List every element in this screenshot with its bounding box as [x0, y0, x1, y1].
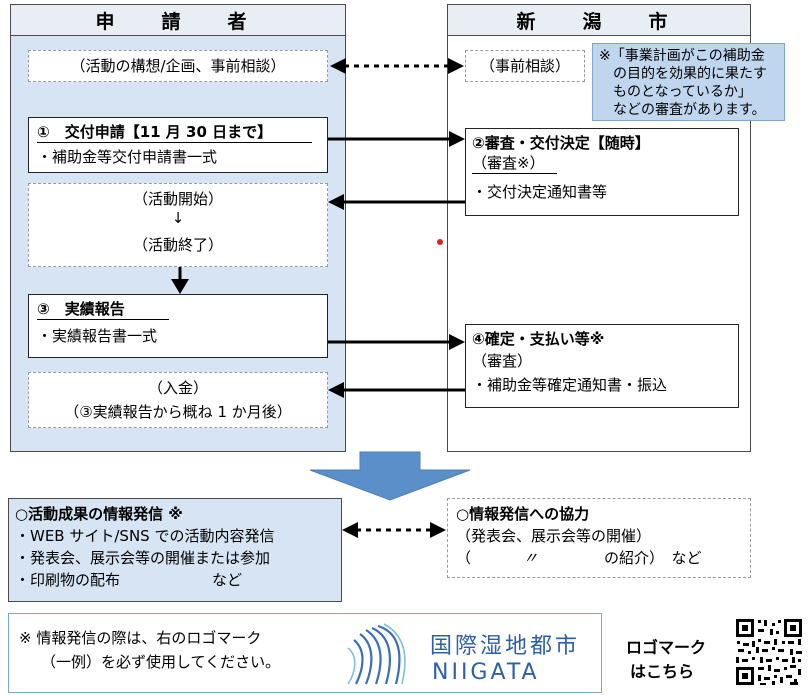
- info-right-title: ○情報発信への協力: [456, 505, 590, 523]
- note-line: ※「事業計画がこの補助金: [599, 48, 765, 64]
- step1-title-text: ① 交付申請【11 月 30 日まで】: [37, 123, 273, 141]
- logo-en-text: NIIGATA: [432, 660, 540, 685]
- logo-link-line[interactable]: はこちら: [630, 662, 695, 681]
- note-line: ものとなっているか」: [613, 84, 752, 100]
- step3-item: ・実績報告書一式: [37, 327, 158, 345]
- notice-line: ※ 情報発信の際は、右のロゴマーク: [19, 629, 262, 647]
- step3-title: ③ 実績報告: [37, 299, 169, 320]
- review-note: ※「事業計画がこの補助金 の目的を効果的に果たす ものとなっているか」 などの審…: [592, 43, 785, 121]
- info-cooperation-box: ○情報発信への協力 （発表会、展示会等の開催） （ 〃 の紹介） など: [447, 498, 751, 578]
- step4-item: ・補助金等確定通知書・振込: [472, 376, 668, 394]
- step1-item: ・補助金等交付申請書一式: [37, 148, 218, 166]
- activity-start: （活動開始）: [132, 190, 223, 208]
- info-dissemination-box: ○活動成果の情報発信 ※ ・WEB サイト/SNS での活動内容発信 ・発表会、…: [8, 498, 342, 602]
- qr-code-icon[interactable]: [734, 617, 804, 687]
- dotted-double-arrow-icon: [330, 58, 464, 74]
- city-header: 新 潟 市: [447, 4, 751, 36]
- info-right-item: （ 〃 の紹介） など: [456, 547, 742, 569]
- consult-right-box: （事前相談）: [465, 50, 585, 82]
- applicant-header: 申 請 者: [10, 4, 346, 36]
- activity-arrow-icon: ↓: [171, 209, 185, 227]
- arrow-right-icon: [328, 334, 465, 350]
- note-line: などの審査があります。: [613, 102, 766, 118]
- activity-end: （活動終了）: [132, 236, 223, 254]
- step4-box: ④確定・支払い等※ （審査） ・補助金等確定通知書・振込: [465, 324, 739, 408]
- red-dot: [437, 239, 443, 245]
- logo-jp-text: 国際湿地都市: [430, 634, 581, 659]
- info-left-item: ・WEB サイト/SNS での活動内容発信: [15, 527, 275, 545]
- step2-title: ②審査・交付決定【随時】: [472, 134, 650, 152]
- dotted-double-arrow-icon: [342, 522, 446, 538]
- step2-sub: （審査※）: [472, 153, 557, 174]
- wave-logo-icon: [347, 623, 406, 685]
- arrow-left-icon: [328, 382, 465, 398]
- step4-title: ④確定・支払い等※: [472, 330, 605, 348]
- payment-label: （入金）: [147, 379, 208, 397]
- consult-left-box: （活動の構想/企画、事前相談）: [28, 50, 328, 82]
- step4-sub: （審査）: [472, 352, 533, 370]
- step3-title-text: ③ 実績報告: [37, 300, 125, 318]
- logo-notice-box: ※ 情報発信の際は、右のロゴマーク （一例）を必ず使用してください。: [8, 613, 602, 693]
- info-right-item: （発表会、展示会等の開催）: [456, 527, 652, 545]
- info-right-open: （: [456, 549, 472, 567]
- payment-sub: （③実績報告から概ね 1 か月後）: [64, 403, 292, 421]
- notice-line: （一例）を必ず使用してください。: [41, 653, 281, 671]
- activity-box: （活動開始） ↓ （活動終了）: [28, 183, 328, 267]
- arrow-left-icon: [328, 194, 465, 210]
- info-left-last: ・印刷物の配布: [15, 571, 121, 589]
- step1-title: ① 交付申請【11 月 30 日まで】: [37, 122, 313, 143]
- step1-box: ① 交付申請【11 月 30 日まで】 ・補助金等交付申請書一式: [28, 117, 328, 173]
- info-left-last-etc: など: [212, 571, 243, 589]
- info-left-title: ○活動成果の情報発信 ※: [15, 505, 183, 523]
- step2-box: ②審査・交付決定【随時】 （審査※） ・交付決定通知書等: [465, 128, 739, 216]
- payment-box: （入金） （③実績報告から概ね 1 か月後）: [28, 372, 328, 428]
- info-right-rest: の紹介） など: [604, 549, 702, 567]
- logo-link-line[interactable]: ロゴマーク: [626, 638, 707, 657]
- step3-box: ③ 実績報告 ・実績報告書一式: [28, 294, 328, 358]
- info-left-item: ・発表会、展示会等の開催または参加: [15, 549, 271, 567]
- arrow-right-icon: [328, 131, 465, 147]
- info-right-ditto: 〃: [523, 549, 539, 567]
- note-line: の目的を効果的に果たす: [613, 66, 767, 82]
- big-down-arrow-icon: [309, 451, 471, 501]
- step2-item: ・交付決定通知書等: [472, 183, 608, 201]
- info-left-item: ・印刷物の配布 など: [15, 569, 335, 591]
